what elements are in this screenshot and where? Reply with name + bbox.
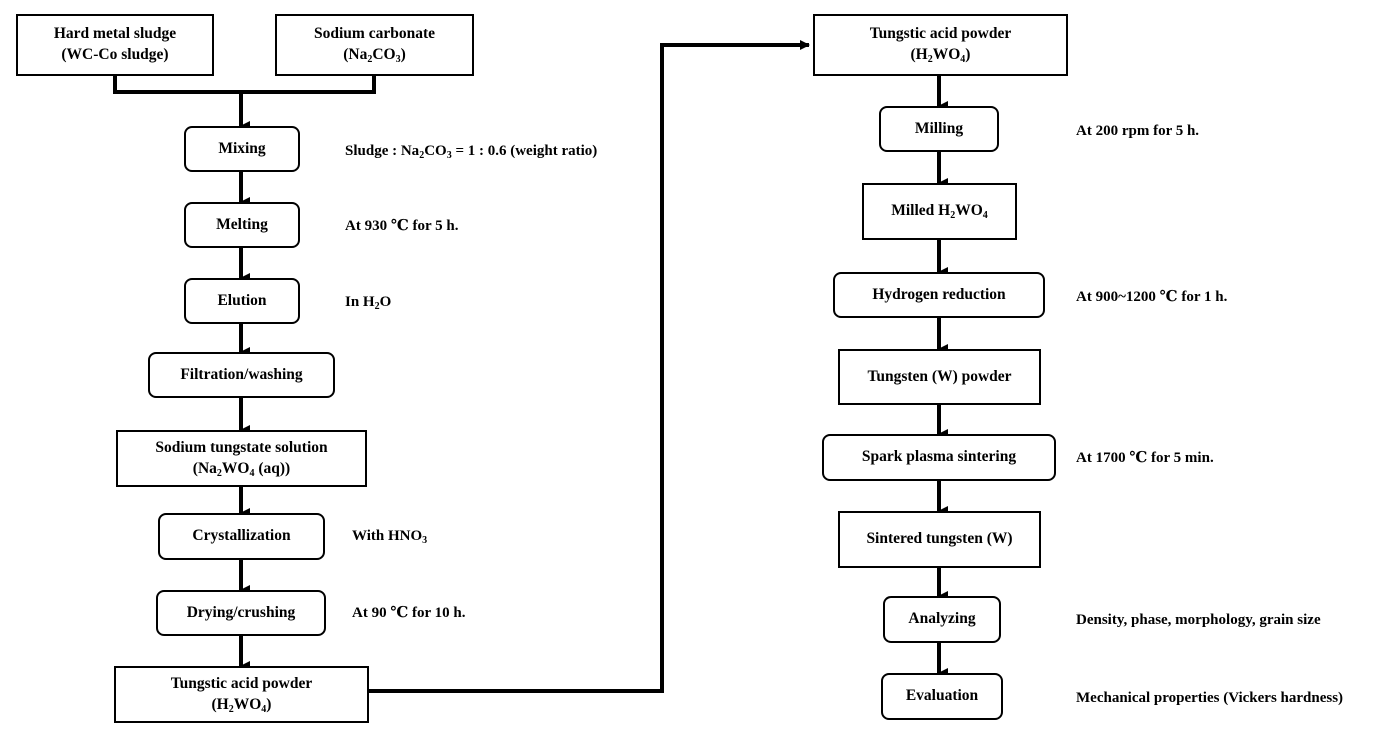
milled-label: Milled H2WO4 [891, 202, 988, 222]
elution-note: In H2O [345, 294, 392, 312]
crystallization-note: With HNO3 [352, 528, 428, 546]
drying-note: At 90 ℃ for 10 h. [352, 605, 466, 621]
mixing-label: Mixing [218, 139, 266, 157]
hard-metal-sludge-line2: (WC-Co sludge) [61, 46, 169, 63]
sodium-carbonate-line1: Sodium carbonate [314, 25, 435, 43]
sps-label: Spark plasma sintering [861, 448, 1017, 466]
sodium-carbonate-formula: (Na2CO3) [343, 46, 406, 65]
analyzing-label: Analyzing [908, 610, 976, 628]
evaluation-note: Mechanical properties (Vickers hardness) [1076, 690, 1344, 706]
sintered-label: Sintered tungsten (W) [866, 530, 1013, 548]
filtration-box: Filtration/washing [148, 352, 335, 398]
drying-box: Drying/crushing [156, 590, 326, 636]
hard-metal-sludge-line1: Hard metal sludge [53, 25, 177, 43]
hydrogen-reduction-box: Hydrogen reduction [833, 272, 1045, 318]
elution-label: Elution [217, 291, 267, 309]
hydrogen-reduction-note: At 900~1200 ℃ for 1 h. [1076, 289, 1228, 305]
milled-box: Milled H2WO4 [862, 183, 1017, 240]
sps-box: Spark plasma sintering [822, 434, 1056, 481]
arrow-to-tungstic-acid-right [369, 40, 810, 693]
tungstic-acid-right-formula: (H2WO4) [910, 46, 971, 65]
tungstic-acid-right-line1: Tungstic acid powder [869, 25, 1012, 43]
tungstic-acid-left-formula: (H2WO4) [211, 695, 272, 715]
milling-box: Milling [879, 106, 999, 152]
hard-metal-sludge-box: Hard metal sludge (WC-Co sludge) [16, 14, 214, 76]
evaluation-box: Evaluation [881, 673, 1003, 720]
milling-note: At 200 rpm for 5 h. [1076, 123, 1200, 139]
crystallization-label: Crystallization [192, 527, 291, 545]
crystallization-box: Crystallization [158, 513, 325, 560]
tungstic-acid-left-line1: Tungstic acid powder [170, 674, 313, 692]
tungsten-powder-box: Tungsten (W) powder [838, 349, 1041, 405]
sodium-tungstate-formula: (Na2WO4 (aq)) [192, 459, 291, 479]
sodium-carbonate-box: Sodium carbonate (Na2CO3) [275, 14, 474, 76]
evaluation-label: Evaluation [905, 687, 979, 705]
analyzing-note: Density, phase, morphology, grain size [1076, 612, 1321, 628]
elution-box: Elution [184, 278, 300, 324]
melting-box: Melting [184, 202, 300, 248]
sodium-tungstate-box: Sodium tungstate solution (Na2WO4 (aq)) [116, 430, 367, 487]
merge-connector [113, 76, 376, 94]
mixing-note: Sludge : Na2CO3 = 1 : 0.6 (weight ratio) [345, 143, 598, 161]
tungsten-powder-label: Tungsten (W) powder [867, 367, 1012, 385]
mixing-box: Mixing [184, 126, 300, 172]
melting-label: Melting [216, 215, 268, 233]
filtration-label: Filtration/washing [180, 365, 303, 383]
sodium-tungstate-line1: Sodium tungstate solution [155, 438, 328, 456]
sintered-box: Sintered tungsten (W) [838, 511, 1041, 568]
milling-label: Milling [914, 119, 964, 137]
melting-note: At 930 ℃ for 5 h. [345, 218, 459, 234]
hydrogen-reduction-label: Hydrogen reduction [872, 285, 1006, 303]
analyzing-box: Analyzing [883, 596, 1001, 643]
drying-label: Drying/crushing [186, 603, 296, 621]
tungstic-acid-right-box: Tungstic acid powder (H2WO4) [813, 14, 1068, 76]
sps-note: At 1700 ℃ for 5 min. [1076, 450, 1214, 466]
tungstic-acid-left-box: Tungstic acid powder (H2WO4) [114, 666, 369, 723]
